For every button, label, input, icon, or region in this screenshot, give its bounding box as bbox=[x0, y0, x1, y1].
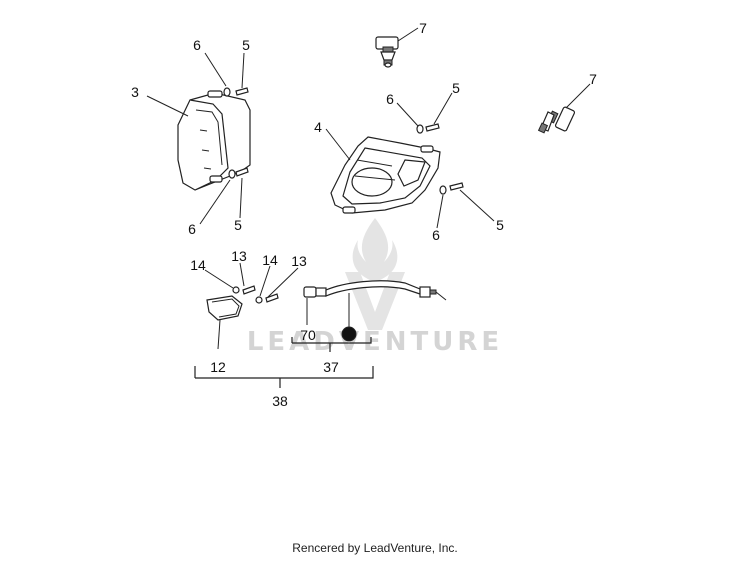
leader-lines bbox=[146, 27, 591, 350]
bulb-right[interactable] bbox=[537, 106, 576, 134]
fasteners bbox=[223, 87, 464, 304]
callout-70: 70 bbox=[300, 327, 316, 343]
callout-13: 13 bbox=[291, 253, 307, 269]
callout-5: 5 bbox=[452, 80, 460, 96]
grommet[interactable] bbox=[341, 326, 357, 342]
callout-labels: 3 6 5 6 5 4 6 5 6 5 7 7 14 13 14 13 12 7… bbox=[131, 20, 597, 409]
callout-5: 5 bbox=[496, 217, 504, 233]
screw-5-top-left[interactable] bbox=[235, 87, 249, 96]
footer-credit: Rencered by LeadVenture, Inc. bbox=[292, 541, 458, 555]
bulb-top[interactable] bbox=[375, 36, 399, 68]
callout-6: 6 bbox=[193, 37, 201, 53]
callout-6: 6 bbox=[188, 221, 196, 237]
callout-6: 6 bbox=[432, 227, 440, 243]
screw-5-top-center[interactable] bbox=[425, 123, 440, 132]
washer-6-bottom-center[interactable] bbox=[439, 185, 447, 195]
screw-13-left[interactable] bbox=[242, 285, 256, 295]
washer-6-bottom-left[interactable] bbox=[228, 169, 236, 179]
washer-6-top-center[interactable] bbox=[416, 124, 424, 134]
headlight-housing-center[interactable] bbox=[330, 136, 441, 214]
leadventure-flame-logo bbox=[352, 218, 398, 280]
callout-4: 4 bbox=[314, 119, 322, 135]
callout-3: 3 bbox=[131, 84, 139, 100]
callout-7: 7 bbox=[419, 20, 427, 36]
headlight-housing-left[interactable] bbox=[177, 90, 251, 191]
screw-5-bottom-center[interactable] bbox=[449, 182, 464, 191]
washer-6-top-left[interactable] bbox=[223, 87, 231, 97]
callout-5: 5 bbox=[242, 37, 250, 53]
lens[interactable] bbox=[206, 295, 243, 321]
watermark: LEADVENTURE bbox=[247, 218, 503, 357]
washer-14-left[interactable] bbox=[232, 286, 240, 294]
callout-5: 5 bbox=[234, 217, 242, 233]
callout-14: 14 bbox=[190, 257, 206, 273]
callout-12: 12 bbox=[210, 359, 226, 375]
screw-13-right[interactable] bbox=[265, 293, 279, 303]
washer-14-right[interactable] bbox=[255, 296, 263, 304]
socket-harness[interactable] bbox=[303, 280, 447, 301]
callout-14: 14 bbox=[262, 252, 278, 268]
callout-37: 37 bbox=[323, 359, 339, 375]
brackets bbox=[194, 337, 374, 388]
callout-38: 38 bbox=[272, 393, 288, 409]
callout-13: 13 bbox=[231, 248, 247, 264]
watermark-text: LEADVENTURE bbox=[247, 327, 503, 357]
screw-5-bottom-left[interactable] bbox=[235, 167, 249, 177]
callout-7: 7 bbox=[589, 71, 597, 87]
callout-6: 6 bbox=[386, 91, 394, 107]
